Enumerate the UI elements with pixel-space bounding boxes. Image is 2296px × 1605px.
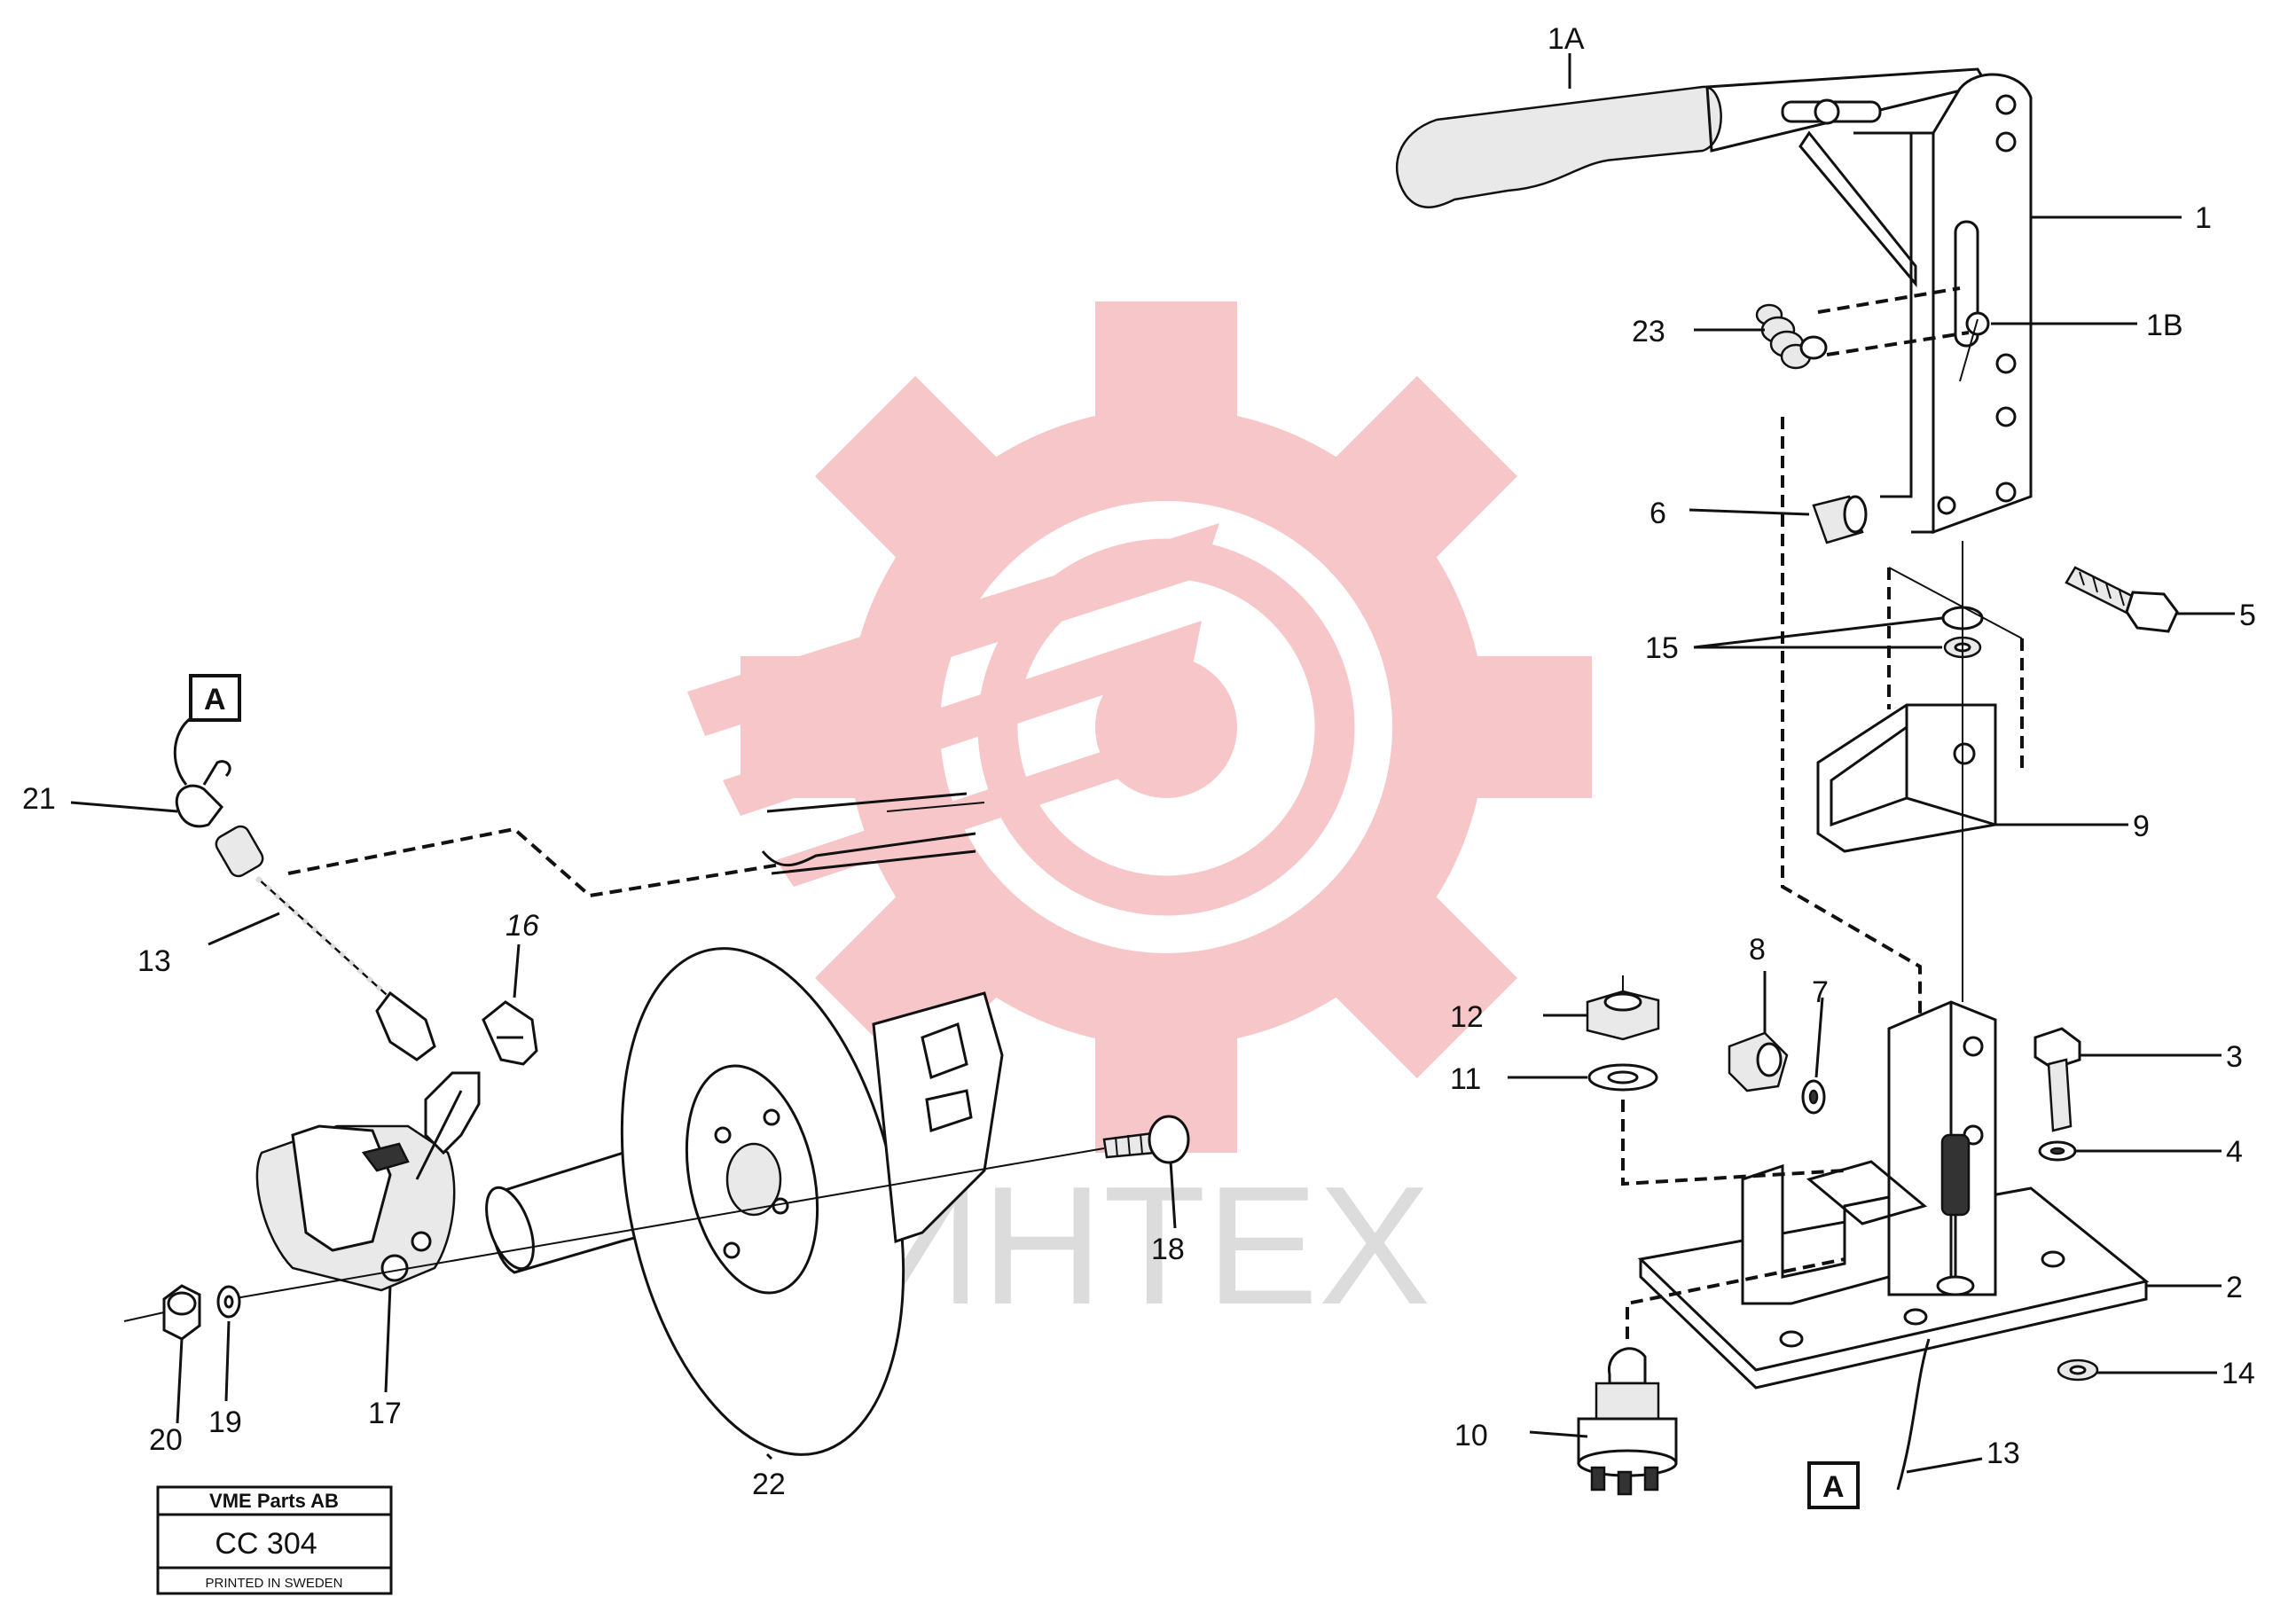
callout-10: 10 bbox=[1454, 1419, 1488, 1452]
callout-labels: 1A 1 1B 23 6 5 15 9 8 7 12 11 3 4 2 14 1… bbox=[22, 22, 2256, 1501]
brake-assembly bbox=[123, 760, 1190, 1456]
svg-text:A: A bbox=[204, 683, 226, 716]
bracket-part-9 bbox=[1816, 703, 1997, 853]
bushing-part-6 bbox=[1812, 495, 1868, 544]
callout-23: 23 bbox=[1632, 315, 1665, 348]
callout-17: 17 bbox=[368, 1397, 402, 1430]
reference-mark-A-left: A bbox=[189, 674, 241, 722]
base-plate-part-2 bbox=[1637, 1000, 2150, 1390]
callout-2: 2 bbox=[2226, 1271, 2243, 1304]
lever-assembly bbox=[1395, 67, 2179, 1496]
callout-7: 7 bbox=[1812, 975, 1829, 1009]
callout-15: 15 bbox=[1645, 631, 1679, 665]
callout-16: 16 bbox=[505, 909, 539, 943]
clevis-part-21 bbox=[175, 760, 231, 828]
callout-21: 21 bbox=[22, 782, 56, 816]
title-block-code: CC 304 bbox=[215, 1527, 317, 1561]
caliper-part-17 bbox=[255, 1071, 481, 1292]
title-block-company: VME Parts AB bbox=[209, 1490, 339, 1512]
callout-8: 8 bbox=[1749, 933, 1766, 967]
callout-5: 5 bbox=[2239, 599, 2256, 632]
switch-part-10 bbox=[1577, 1347, 1678, 1496]
callout-1A: 1A bbox=[1548, 22, 1585, 56]
nut-part-12 bbox=[1586, 990, 1660, 1041]
callout-9: 9 bbox=[2133, 810, 2150, 843]
callout-22: 22 bbox=[752, 1468, 786, 1501]
callout-4: 4 bbox=[2226, 1135, 2243, 1169]
callout-1B: 1B bbox=[2146, 309, 2183, 342]
callout-12: 12 bbox=[1450, 1000, 1484, 1034]
spring-part-23 bbox=[1755, 303, 1828, 370]
title-block: VME Parts AB CC 304 PRINTED IN SWEDEN bbox=[156, 1485, 393, 1595]
callout-1: 1 bbox=[2195, 201, 2212, 235]
callout-3: 3 bbox=[2226, 1040, 2243, 1074]
callout-13-left: 13 bbox=[137, 944, 171, 978]
bolt-part-3 bbox=[2033, 1027, 2081, 1132]
watermark-gear-icon bbox=[687, 301, 1592, 1153]
callout-14: 14 bbox=[2222, 1357, 2255, 1390]
bolt-part-5 bbox=[2065, 566, 2179, 633]
callout-20: 20 bbox=[149, 1423, 183, 1457]
reference-mark-A-right: A bbox=[1807, 1461, 1860, 1509]
callout-13-right: 13 bbox=[1986, 1437, 2020, 1470]
callout-11: 11 bbox=[1450, 1062, 1481, 1096]
threaded-stud bbox=[1936, 1133, 1975, 1296]
callout-6: 6 bbox=[1650, 497, 1666, 530]
title-block-footer: PRINTED IN SWEDEN bbox=[205, 1576, 342, 1591]
bolt-part-18 bbox=[1102, 1115, 1190, 1164]
leader-lines bbox=[70, 53, 2235, 1474]
cable-part-13 bbox=[215, 825, 436, 1061]
callout-18: 18 bbox=[1151, 1233, 1185, 1266]
callout-19: 19 bbox=[208, 1405, 242, 1439]
nut-part-8 bbox=[1728, 1031, 1789, 1092]
brake-disc-part-22 bbox=[620, 947, 1004, 1456]
svg-text:A: A bbox=[1822, 1470, 1845, 1504]
